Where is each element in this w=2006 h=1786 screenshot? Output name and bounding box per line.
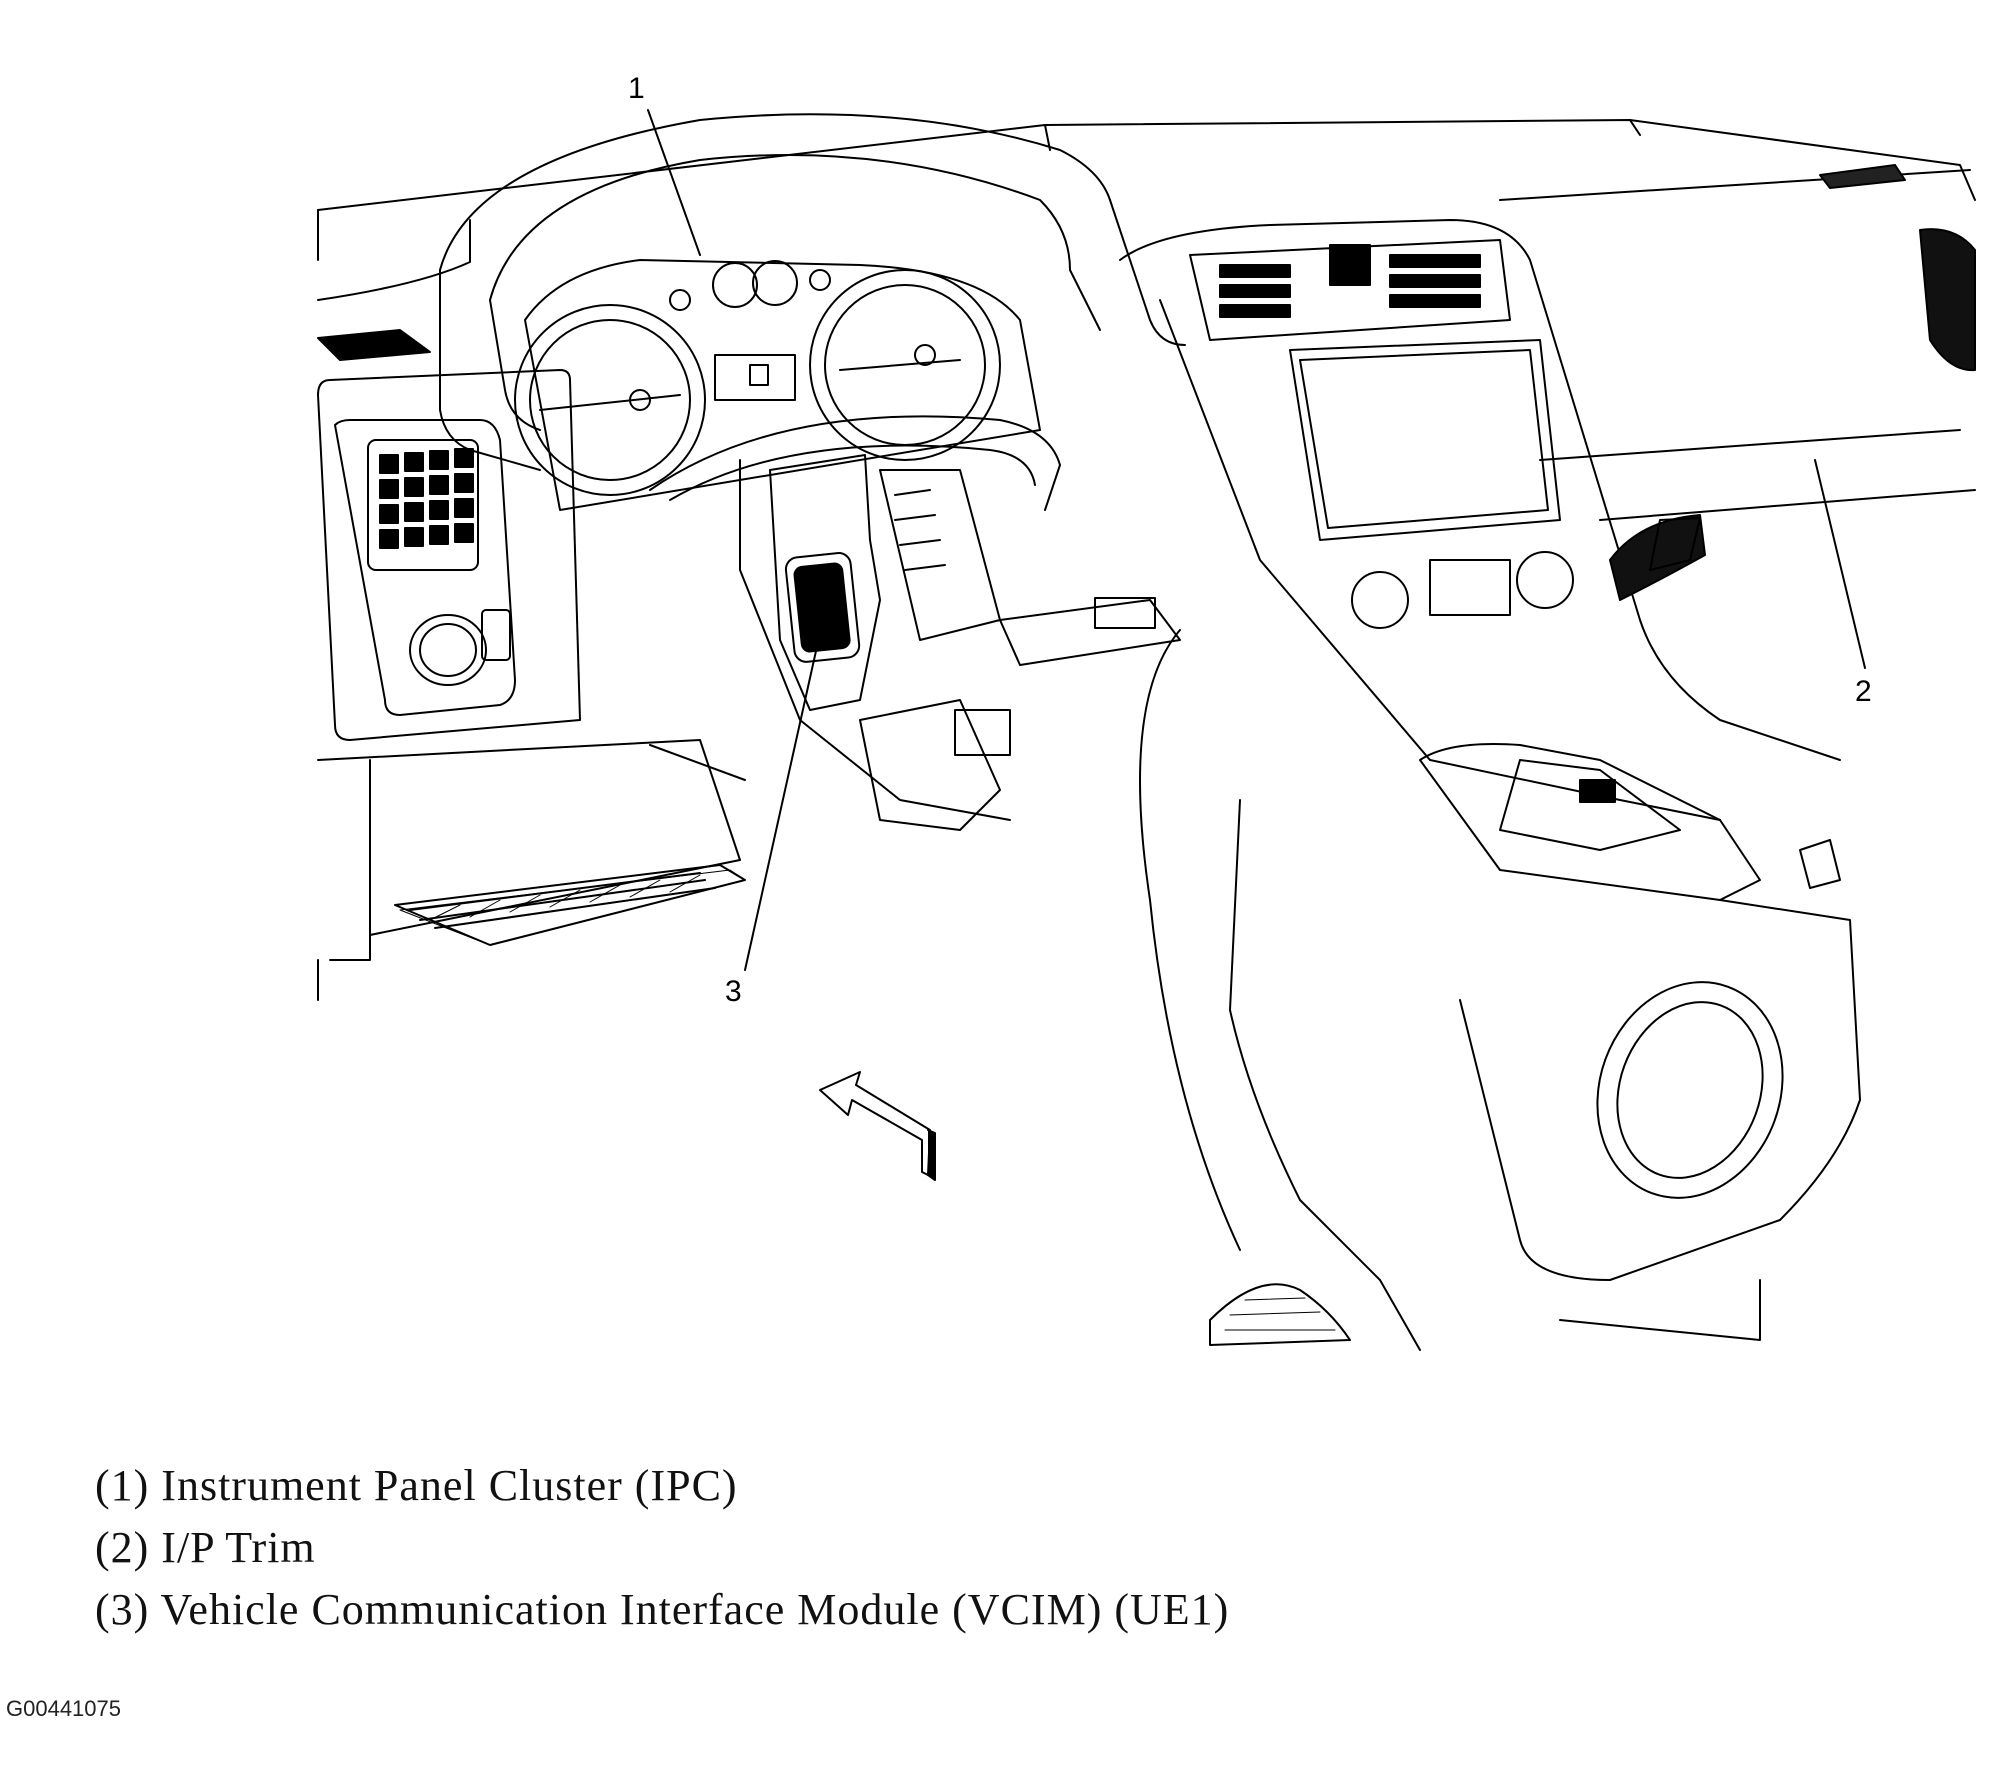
vcim-bracket bbox=[770, 455, 1180, 830]
legend-item-ipc: (1) Instrument Panel Cluster (IPC) bbox=[95, 1461, 738, 1510]
legend-item-vcim: (3) Vehicle Communication Interface Modu… bbox=[95, 1585, 1230, 1634]
ip-trim bbox=[1540, 430, 1975, 600]
arrow-shadow bbox=[928, 1130, 935, 1180]
footrest-pad bbox=[400, 870, 745, 945]
floor-vent bbox=[1210, 1284, 1350, 1345]
center-vents bbox=[1220, 245, 1480, 317]
instrument-panel-cluster bbox=[515, 260, 1040, 510]
view-direction-arrow bbox=[820, 1072, 930, 1175]
leader-line-3 bbox=[745, 642, 818, 970]
leader-line-1 bbox=[648, 110, 700, 255]
legend: (1) Instrument Panel Cluster (IPC) (2) I… bbox=[95, 1455, 1229, 1641]
top-right-vent bbox=[1820, 165, 1905, 188]
center-display bbox=[1290, 340, 1560, 540]
leader-line-2 bbox=[1815, 460, 1865, 668]
center-console bbox=[1140, 630, 1860, 1350]
dashboard-line-drawing bbox=[0, 0, 2006, 1360]
callout-3: 3 bbox=[725, 975, 742, 1008]
left-panel bbox=[318, 370, 580, 740]
legend-item-ip-trim: (2) I/P Trim bbox=[95, 1523, 316, 1572]
left-dash-slot bbox=[318, 330, 430, 360]
center-stack bbox=[1120, 220, 1840, 820]
left-vent-louvers bbox=[380, 449, 473, 548]
dashboard-top-surface bbox=[318, 120, 1975, 300]
right-end-vent bbox=[1920, 229, 1975, 370]
dashboard-illustration bbox=[0, 0, 2006, 1360]
callout-1: 1 bbox=[628, 72, 645, 105]
callout-2: 2 bbox=[1855, 675, 1872, 708]
lower-left-dash bbox=[318, 740, 745, 1000]
cluster-hood bbox=[440, 114, 1185, 470]
figure-id: G00441075 bbox=[6, 1696, 121, 1721]
